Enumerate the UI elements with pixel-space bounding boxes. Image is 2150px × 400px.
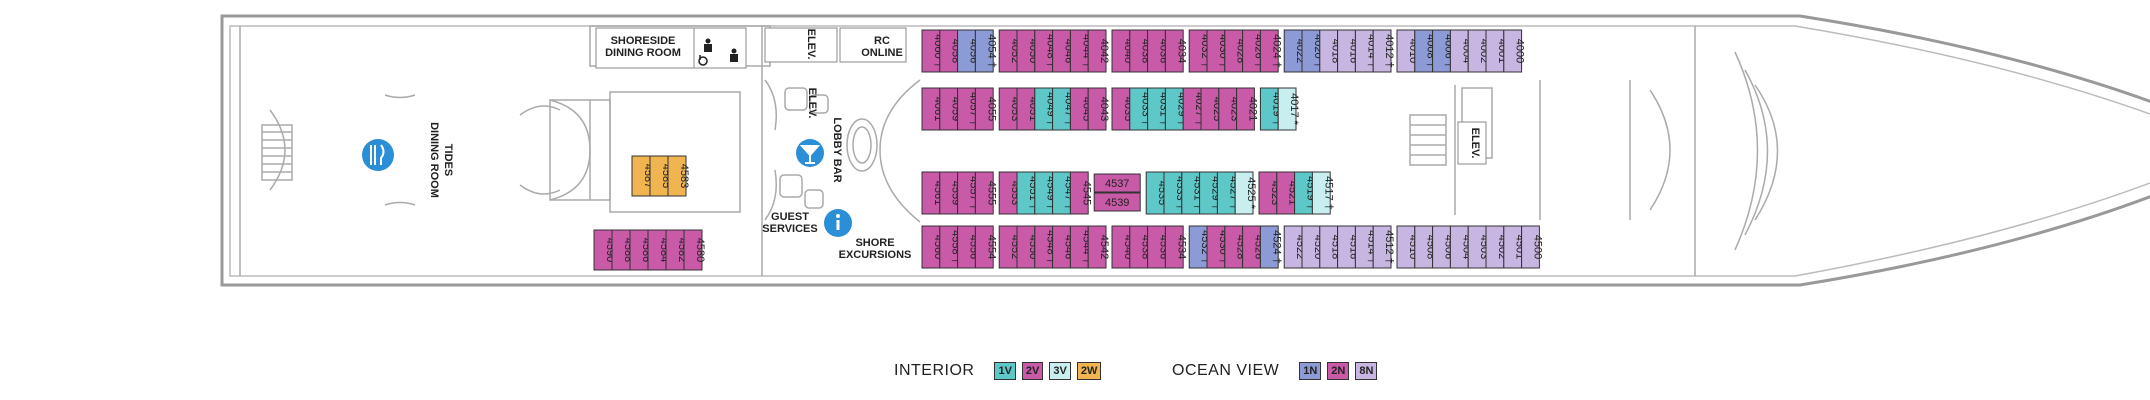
tides-label: TIDES bbox=[442, 144, 454, 176]
restrooms bbox=[693, 27, 747, 69]
cabin-4554[interactable]: 4554 bbox=[974, 225, 997, 269]
shoreside-room bbox=[595, 27, 695, 69]
cabin-number: 4054 † bbox=[985, 34, 997, 68]
cabin-4524[interactable]: 4524 † bbox=[1259, 225, 1282, 269]
online-label: ONLINE bbox=[861, 47, 903, 59]
cabin-number: 4017 * bbox=[1288, 93, 1300, 126]
cabin-number: 4512 † bbox=[1383, 230, 1395, 264]
cabin-number: 4500 bbox=[1532, 235, 1544, 259]
cabin-4021[interactable]: 4021 bbox=[1236, 87, 1259, 131]
cabin-4017[interactable]: 4017 * bbox=[1277, 87, 1300, 131]
rc-online-room bbox=[839, 27, 907, 63]
cabin-number: 4554 bbox=[985, 235, 997, 259]
cabin-4024[interactable]: 4024 † bbox=[1259, 29, 1282, 73]
cabin-4012[interactable]: 4012 † bbox=[1372, 29, 1395, 73]
legend-swatch-1n: 1N bbox=[1299, 362, 1322, 380]
cabin-4555[interactable]: 4555 bbox=[974, 171, 997, 215]
cabin-number: 4537 bbox=[1105, 178, 1129, 190]
wheelchair-icon bbox=[698, 55, 708, 66]
cabin-4542[interactable]: 4542 bbox=[1087, 225, 1110, 269]
fork-knife-icon bbox=[362, 139, 394, 171]
cabin-4054[interactable]: 4054 † bbox=[974, 29, 997, 73]
cocktail-icon bbox=[796, 139, 824, 167]
rc-label: RC bbox=[874, 35, 890, 47]
excursions-label: EXCURSIONS bbox=[839, 249, 912, 261]
elev-mid-label: ELEV. bbox=[806, 88, 818, 119]
cabin-number: 4545 bbox=[1080, 181, 1092, 205]
legend-swatch-3v: 3V bbox=[1049, 362, 1071, 380]
cabin-number: 4000 bbox=[1514, 39, 1526, 63]
cabin-number: 4539 bbox=[1105, 197, 1129, 209]
legend-interior: INTERIOR 1V 2V 3V 2W bbox=[894, 362, 1102, 380]
legend-swatch-2w: 2W bbox=[1076, 362, 1102, 380]
legend-swatch-1v: 1V bbox=[994, 362, 1016, 380]
info-icon bbox=[824, 209, 852, 237]
cabin-number: 4043 bbox=[1098, 97, 1110, 121]
aft-structure bbox=[239, 25, 1779, 276]
cabin-4583[interactable]: 4583 bbox=[667, 155, 690, 197]
cabin-4537[interactable]: 4537 bbox=[1093, 173, 1141, 193]
shoreside-label: SHORESIDE bbox=[611, 35, 676, 47]
tides-dining-label: DINING ROOM bbox=[428, 122, 440, 198]
lobby-bar-label: LOBBY BAR bbox=[831, 117, 843, 182]
cabin-4000[interactable]: 4000 bbox=[1503, 29, 1526, 73]
cabin-number: 4580 bbox=[694, 238, 706, 262]
cabin-4535[interactable]: 4535 bbox=[1145, 171, 1168, 215]
elevator-top bbox=[764, 27, 838, 63]
cabin-4534[interactable]: 4534 bbox=[1164, 225, 1187, 269]
cabin-4580[interactable]: 4580 bbox=[683, 229, 706, 271]
services-label: SERVICES bbox=[762, 223, 817, 235]
legend-swatch-2v: 2V bbox=[1021, 362, 1044, 380]
cabin-4043[interactable]: 4043 bbox=[1087, 87, 1110, 131]
cabin-number: 4034 bbox=[1175, 39, 1187, 63]
restroom-icon bbox=[704, 38, 738, 62]
cabin-number: 4024 † bbox=[1270, 34, 1282, 68]
guest-label: GUEST bbox=[771, 211, 809, 223]
ship-hull bbox=[220, 14, 2150, 287]
legend-ocean-view: OCEAN VIEW 1N 2N 8N bbox=[1172, 362, 1378, 380]
cabin-4055[interactable]: 4055 bbox=[974, 87, 997, 131]
cabin-number: 4012 † bbox=[1383, 34, 1395, 68]
legend-interior-title: INTERIOR bbox=[894, 362, 975, 379]
elevator-forward bbox=[1457, 121, 1487, 165]
cabin-4539[interactable]: 4539 bbox=[1093, 192, 1141, 212]
cabin-number: 4555 bbox=[985, 181, 997, 205]
cabin-number: 4534 bbox=[1175, 235, 1187, 259]
cabin-4034[interactable]: 4034 bbox=[1164, 29, 1187, 73]
ship-inner-hull bbox=[229, 25, 2150, 277]
shore-label: SHORE bbox=[855, 237, 894, 249]
cabin-number: 4542 bbox=[1098, 235, 1110, 259]
cabin-4048[interactable]: 4048 † bbox=[1034, 29, 1057, 73]
cabin-4525[interactable]: 4525 * bbox=[1234, 171, 1257, 215]
cabin-number: 4042 bbox=[1098, 39, 1110, 63]
legend-swatch-8n: 8N bbox=[1355, 362, 1378, 380]
legend-swatch-2n: 2N bbox=[1327, 362, 1350, 380]
cabin-number: 4055 bbox=[985, 97, 997, 121]
cabin-number: 4021 bbox=[1247, 97, 1259, 121]
cabin-4500[interactable]: 4500 bbox=[1521, 225, 1544, 269]
cabin-4545[interactable]: 4545 bbox=[1069, 171, 1092, 215]
cabin-4042[interactable]: 4042 bbox=[1087, 29, 1110, 73]
elev-fwd-label: ELEV. bbox=[1469, 128, 1481, 159]
cabin-number: 4524 † bbox=[1270, 230, 1282, 264]
cabin-number: 4583 bbox=[678, 164, 690, 188]
cabin-4517[interactable]: 4517 † bbox=[1311, 171, 1334, 215]
legend-ocean-title: OCEAN VIEW bbox=[1172, 362, 1280, 379]
deck-plan: SHORESIDE DINING ROOM ELEV. RC ONLINE EL… bbox=[220, 14, 2150, 287]
legend: INTERIOR 1V 2V 3V 2W OCEAN VIEW 1N 2N 8N bbox=[0, 358, 2150, 388]
cabin-number: 4525 * bbox=[1245, 177, 1257, 210]
cabin-number: 4517 † bbox=[1322, 176, 1334, 210]
elev-top-label: ELEV. bbox=[805, 29, 817, 60]
shoreside-dining-label: DINING ROOM bbox=[605, 47, 681, 59]
cabin-4512[interactable]: 4512 † bbox=[1372, 225, 1395, 269]
